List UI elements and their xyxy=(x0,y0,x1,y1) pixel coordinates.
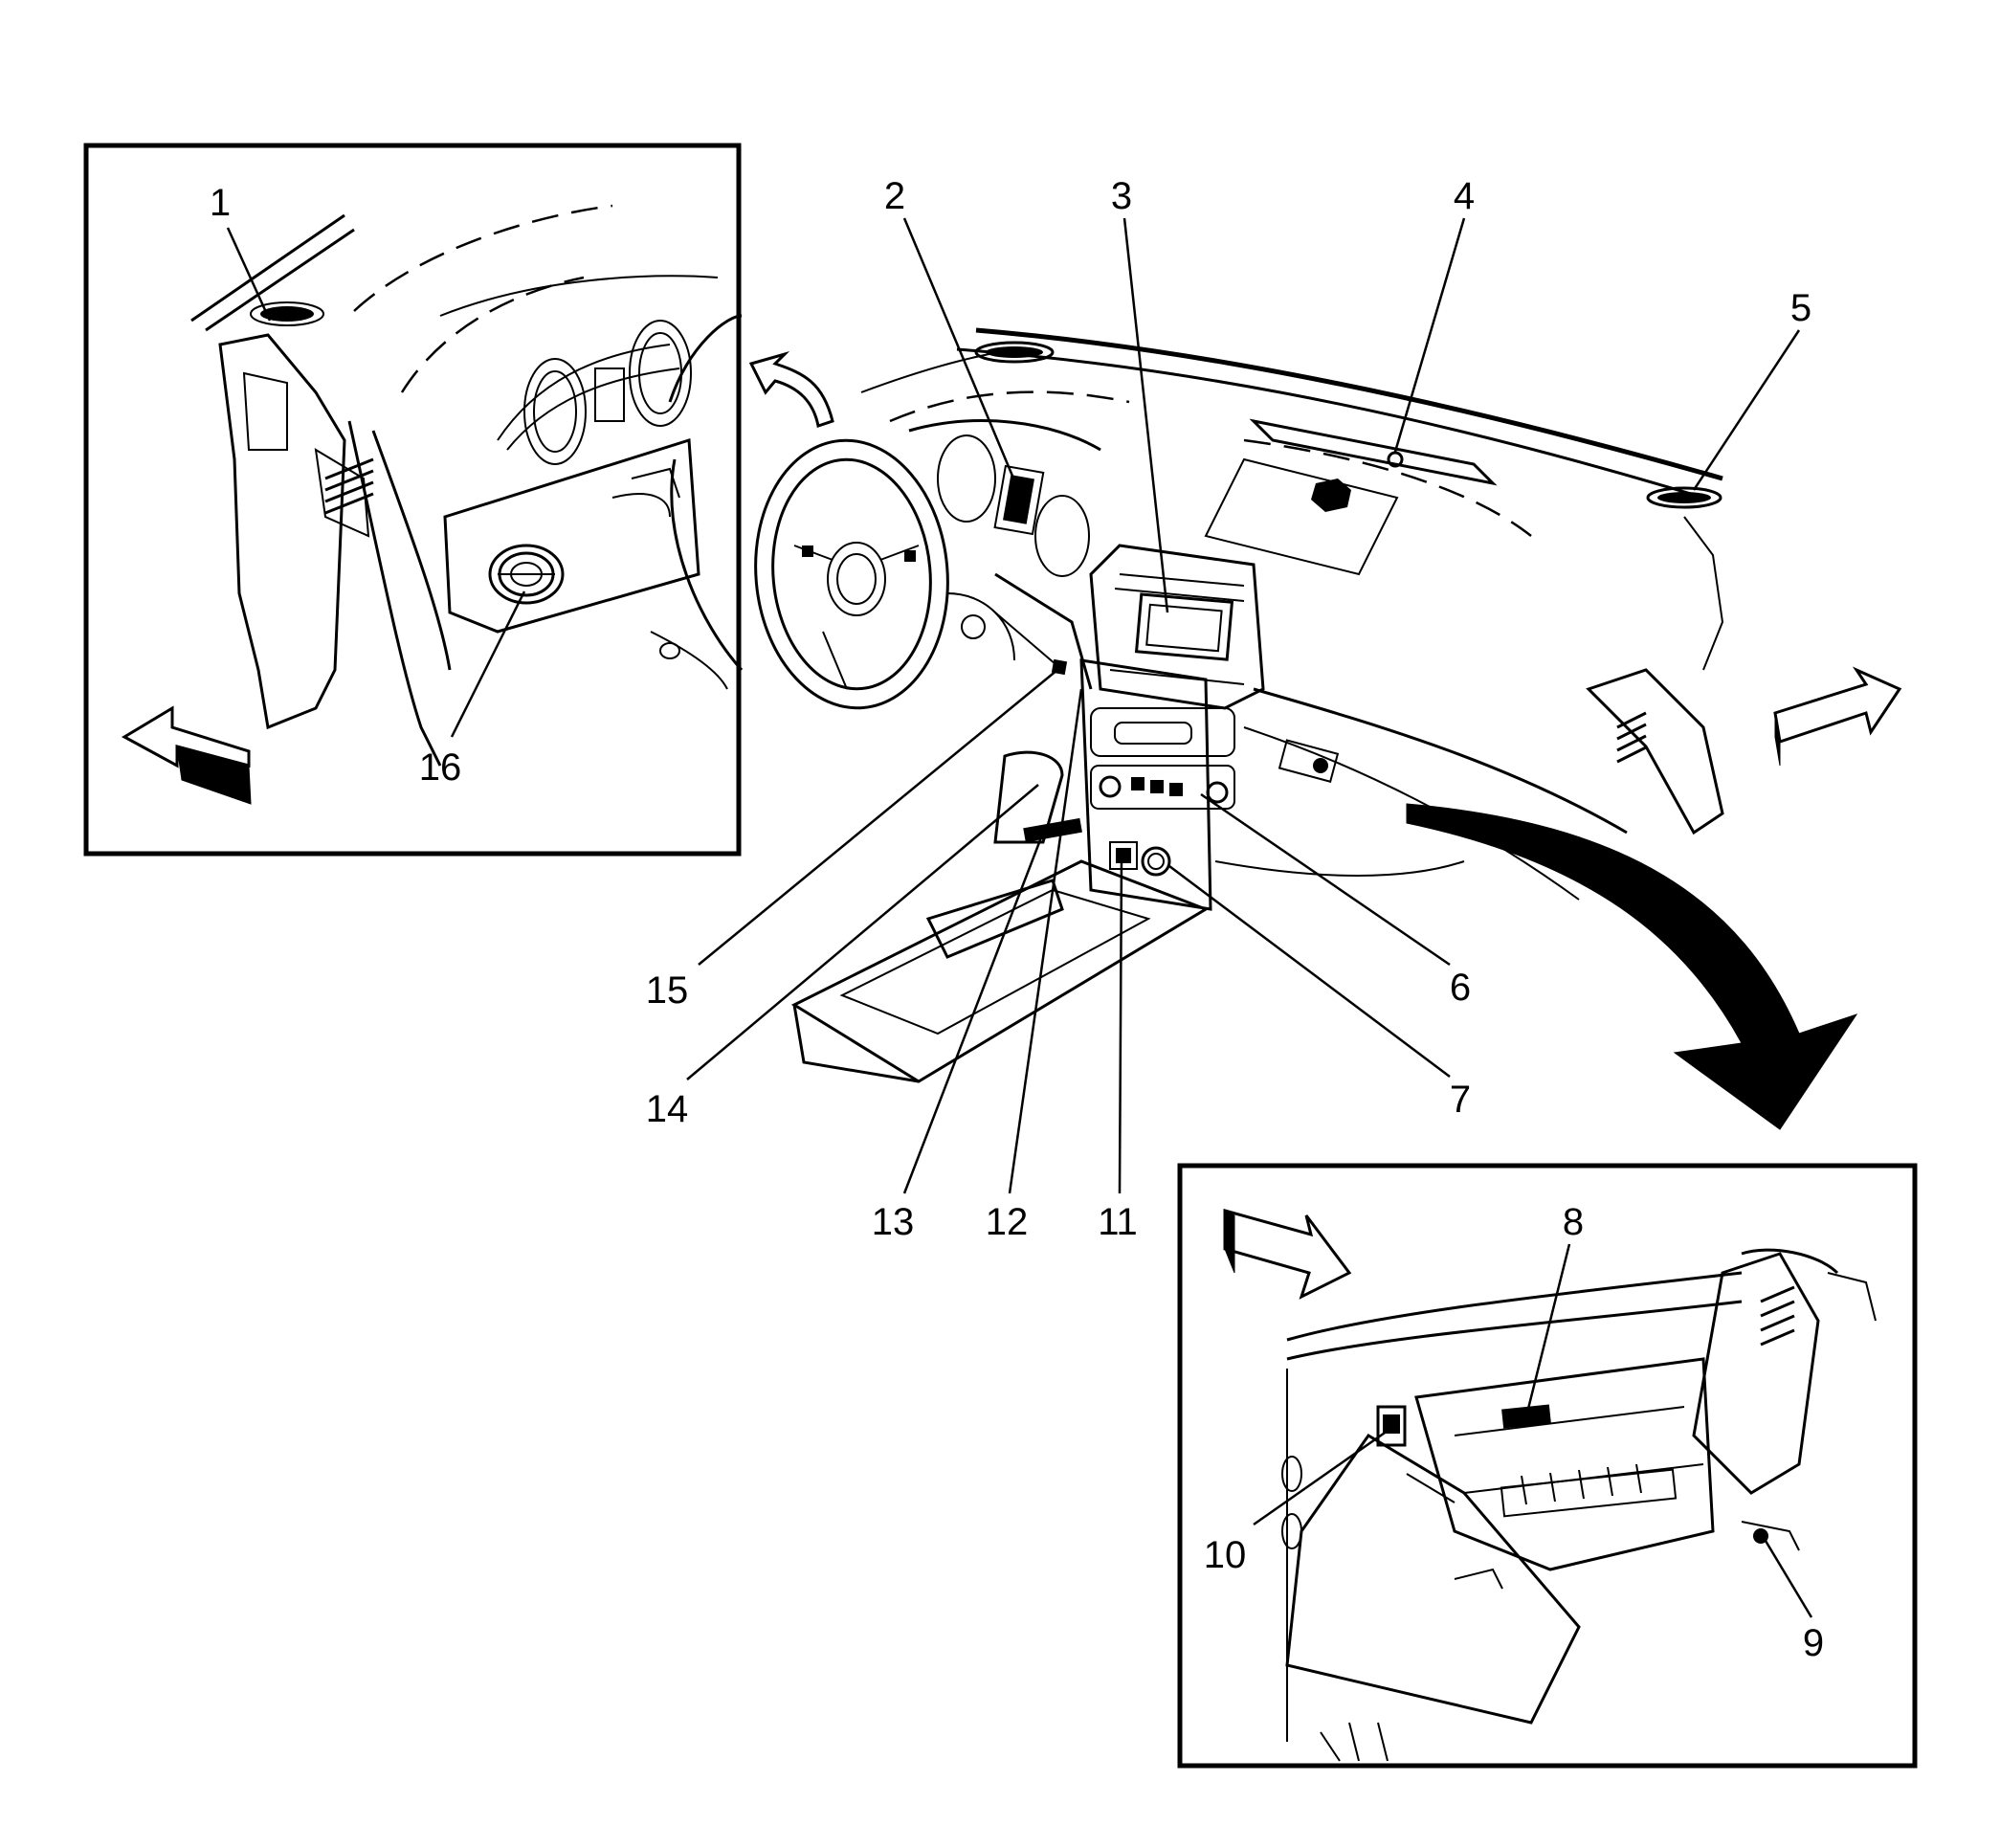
callout-5: 5 xyxy=(1790,287,1811,329)
leader-line-2 xyxy=(902,217,1016,481)
steering-wheel xyxy=(754,438,949,710)
leader-line-12 xyxy=(1008,688,1083,1194)
callout-8: 8 xyxy=(1563,1201,1584,1243)
leader-line-8 xyxy=(1524,1243,1571,1417)
leader-line-1 xyxy=(226,227,272,322)
lower-detail-inset xyxy=(1177,1163,1918,1769)
leader-line-16 xyxy=(450,590,526,738)
view-arrow-lower-inset xyxy=(1223,1209,1352,1300)
callout-6: 6 xyxy=(1450,967,1471,1009)
callout-13: 13 xyxy=(872,1201,915,1243)
speaker-grille-left xyxy=(250,301,324,326)
view-arrow-right xyxy=(1773,666,1902,744)
callout-12: 12 xyxy=(986,1201,1029,1243)
left-speaker xyxy=(974,341,1055,364)
callout-16: 16 xyxy=(419,746,462,789)
callout-7: 7 xyxy=(1450,1079,1471,1121)
leader-line-3 xyxy=(1122,217,1169,613)
shift-lever xyxy=(993,750,1064,844)
right-end-cap xyxy=(1586,668,1724,835)
callout-3: 3 xyxy=(1111,175,1132,217)
knee-bolster xyxy=(443,438,700,634)
left-detail-inset xyxy=(83,143,744,857)
callout-9: 9 xyxy=(1803,1622,1824,1664)
callout-10: 10 xyxy=(1204,1534,1247,1576)
leader-line-6 xyxy=(1200,792,1451,967)
power-outlet xyxy=(1141,846,1171,877)
leader-line-11 xyxy=(1118,856,1123,1194)
center-speaker-grille xyxy=(1204,451,1404,576)
callout-labels: 1 2 3 4 5 6 7 8 9 10 11 12 13 14 15 16 xyxy=(210,175,1824,1664)
callout-4: 4 xyxy=(1454,175,1475,217)
leader-line-13 xyxy=(902,832,1045,1194)
callout-1: 1 xyxy=(210,182,231,224)
right-speaker xyxy=(1646,486,1722,509)
callout-15: 15 xyxy=(646,969,689,1012)
glove-box-face xyxy=(1253,687,1628,835)
curved-arrow-down xyxy=(1406,803,1858,1130)
aux-jack xyxy=(1109,841,1138,870)
hvac-controls xyxy=(1090,765,1235,810)
headlamp-switch-inset xyxy=(488,544,565,605)
center-stack xyxy=(1089,544,1265,810)
main-instrument-panel xyxy=(748,327,1902,1130)
leader-line-14 xyxy=(686,784,1039,1080)
view-arrow-left-inset xyxy=(121,705,251,768)
leader-line-5 xyxy=(1692,329,1801,491)
instrument-cluster-inset xyxy=(497,320,692,465)
display-screen xyxy=(1134,592,1234,661)
left-end-cap xyxy=(218,333,346,730)
callout-2: 2 xyxy=(884,175,905,217)
leader-line-15 xyxy=(698,669,1058,966)
open-glove-box xyxy=(1414,1357,1715,1571)
leader-lines xyxy=(226,217,1813,1618)
lower-end-cap xyxy=(1692,1252,1820,1495)
callout-14: 14 xyxy=(646,1088,689,1130)
main-instrument-cluster xyxy=(908,419,1101,577)
callout-11: 11 xyxy=(1098,1201,1138,1243)
leader-line-9 xyxy=(1761,1535,1813,1618)
curved-arrow-up xyxy=(748,350,834,428)
leader-line-7 xyxy=(1168,865,1451,1078)
glove-box-latch xyxy=(1376,1405,1407,1447)
driver-info-display xyxy=(1003,475,1034,524)
leader-line-10 xyxy=(1253,1429,1389,1526)
leader-line-4 xyxy=(1393,217,1466,453)
